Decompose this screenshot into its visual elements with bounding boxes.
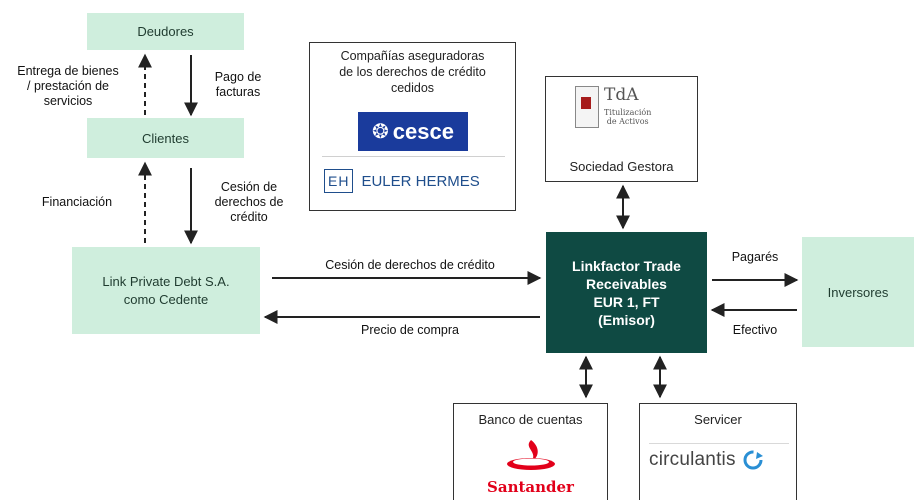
sociedad-gestora-label: Sociedad Gestora	[569, 159, 674, 174]
node-inversores: Inversores	[802, 237, 914, 347]
santander-text: Santander	[487, 478, 574, 496]
label-cesion-v-line-1: Cesión de	[220, 180, 278, 194]
aseguradoras-line-2: de los derechos de crédito	[339, 65, 486, 79]
cesce-mark-icon: ❂	[372, 121, 389, 143]
emisor-line-4: (Emisor)	[598, 311, 655, 328]
node-inversores-label: Inversores	[827, 284, 889, 300]
label-efectivo: Efectivo	[732, 323, 778, 337]
circulantis-logo: circulantis	[649, 443, 789, 476]
euler-text: EULER HERMES	[361, 172, 480, 190]
servicer-label: Servicer	[694, 412, 742, 427]
node-clientes: Clientes	[87, 118, 244, 158]
node-deudores-label: Deudores	[137, 24, 194, 39]
label-pagares: Pagarés	[731, 250, 779, 264]
tda-main-text: TdA	[604, 85, 639, 105]
label-entrega-line-1: Entrega de bienes	[17, 64, 119, 78]
label-pago-facturas: Pago de facturas	[203, 70, 273, 100]
cesce-text: cesce	[392, 118, 454, 144]
node-sociedad-gestora: TdA Titulización de Activos Sociedad Ges…	[545, 76, 698, 182]
node-link-line-1: Link Private Debt S.A.	[102, 273, 230, 289]
label-financiacion: Financiación	[41, 195, 113, 209]
label-cesion-v-line-2: derechos de	[214, 195, 284, 209]
circulantis-text: circulantis	[649, 449, 736, 470]
node-emisor: Linkfactor Trade Receivables EUR 1, FT (…	[546, 232, 707, 353]
node-link-line-2: como Cedente	[123, 291, 209, 307]
label-cesion-v-line-3: crédito	[230, 210, 268, 224]
emisor-line-3: EUR 1, FT	[593, 293, 660, 310]
aseguradoras-line-1: Compañías aseguradoras	[340, 49, 485, 63]
node-link-private-debt: Link Private Debt S.A. como Cedente	[72, 247, 260, 334]
cesce-logo: ❂ cesce	[358, 112, 468, 151]
tda-emblem-icon	[575, 86, 599, 128]
node-aseguradoras: Compañías aseguradoras de los derechos d…	[309, 42, 516, 211]
label-cesion-vertical: Cesión de derechos de crédito	[204, 180, 294, 225]
label-pago-line-2: facturas	[215, 85, 261, 99]
label-entrega-line-3: servicios	[43, 94, 93, 108]
node-banco-cuentas: Banco de cuentas Santander	[453, 403, 608, 500]
banco-label: Banco de cuentas	[478, 412, 583, 427]
circulantis-refresh-icon	[743, 450, 763, 470]
aseguradoras-line-3: cedidos	[390, 81, 435, 95]
node-clientes-label: Clientes	[142, 130, 189, 146]
emisor-line-2: Receivables	[586, 275, 667, 292]
node-servicer: Servicer circulantis	[639, 403, 797, 500]
santander-flame-icon	[507, 440, 555, 470]
euler-hermes-logo: EH EULER HERMES	[322, 156, 505, 205]
tda-sub-line-1: Titulización	[604, 108, 652, 117]
label-entrega-bienes: Entrega de bienes / prestación de servic…	[2, 64, 134, 109]
label-pago-line-1: Pago de	[214, 70, 262, 84]
label-entrega-line-2: / prestación de	[27, 79, 109, 93]
tda-sub-text: Titulización de Activos	[604, 108, 651, 126]
label-cesion-horizontal: Cesión de derechos de crédito	[325, 258, 495, 272]
tda-logo: TdA Titulización de Activos	[572, 84, 672, 136]
node-deudores: Deudores	[87, 13, 244, 50]
emisor-line-1: Linkfactor Trade	[572, 257, 681, 274]
tda-sub-line-2: de Activos	[606, 117, 649, 126]
label-precio-compra: Precio de compra	[361, 323, 459, 337]
aseguradoras-title: Compañías aseguradoras de los derechos d…	[310, 48, 515, 96]
euler-mark-icon: EH	[324, 169, 354, 193]
